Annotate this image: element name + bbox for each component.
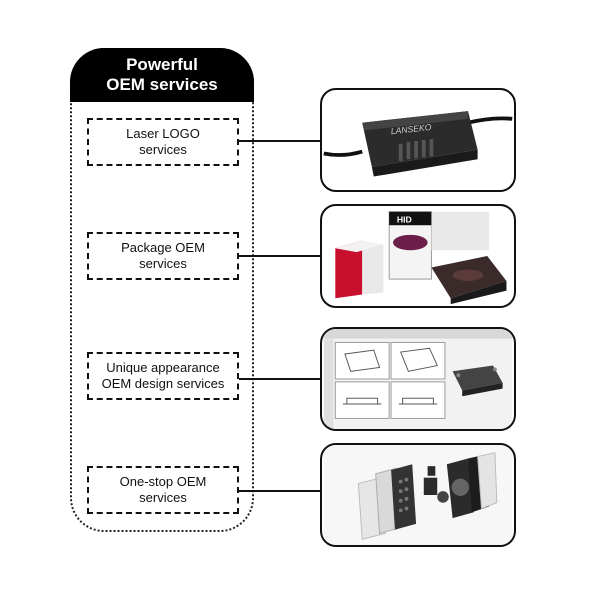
image-laser-logo-device: LANSEKO: [320, 88, 516, 192]
connector-line: [239, 255, 321, 257]
connector-line: [239, 378, 321, 380]
connector-line: [239, 140, 321, 142]
service-one-stop[interactable]: One-stop OEM services: [87, 466, 239, 514]
service-label: Unique appearance OEM design services: [101, 360, 225, 391]
panel-header: Powerful OEM services: [70, 48, 254, 102]
service-label: Laser LOGO services: [126, 126, 200, 157]
device-logo-text: LANSEKO: [390, 122, 432, 136]
image-package-boxes: HID: [320, 204, 516, 308]
image-cad-design: [320, 327, 516, 431]
header-title-line2: OEM services: [106, 75, 218, 94]
service-label: Package OEM services: [121, 240, 205, 271]
service-laser-logo[interactable]: Laser LOGO services: [87, 118, 239, 166]
image-exploded-view: [320, 443, 516, 547]
connector-line: [239, 490, 321, 492]
header-title-line1: Powerful: [126, 55, 198, 74]
package-badge: HID: [397, 214, 412, 224]
service-unique-appearance[interactable]: Unique appearance OEM design services: [87, 352, 239, 400]
service-package-oem[interactable]: Package OEM services: [87, 232, 239, 280]
service-label: One-stop OEM services: [119, 474, 207, 505]
